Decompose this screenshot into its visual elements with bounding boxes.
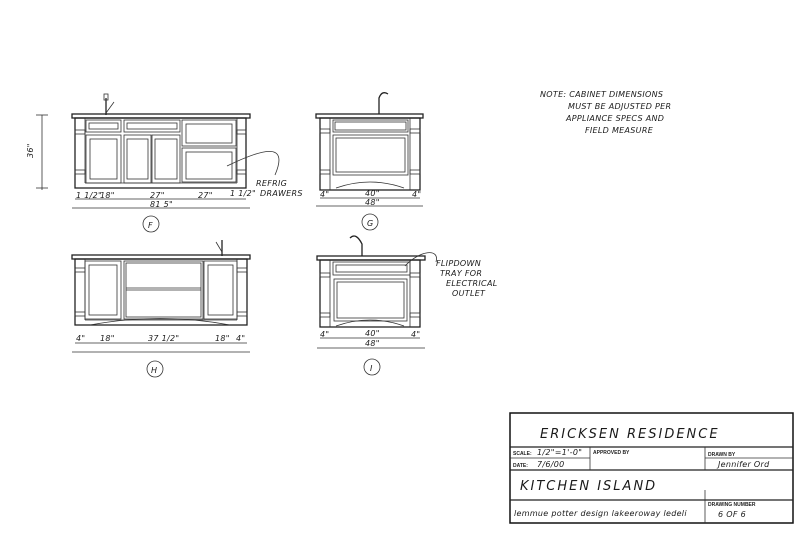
total-dimension: 48" <box>365 339 380 348</box>
title-block: ERICKSEN RESIDENCE SCALE: 1/2"=1'-0" DAT… <box>509 412 794 524</box>
dimension: 4" <box>76 334 85 343</box>
total-dimension: 81 5" <box>150 200 173 209</box>
callout-text: REFRIG <box>256 179 287 188</box>
scale-label: SCALE: <box>513 451 532 457</box>
elevation-g: 4" 40" 4" 48" G <box>315 92 424 231</box>
height-dimension: 36" <box>26 143 35 158</box>
note-line: MUST BE ADJUSTED PER <box>568 102 671 111</box>
callout-text: ELECTRICAL <box>446 279 497 288</box>
note-line: FIELD MEASURE <box>585 126 654 135</box>
date-label: DATE: <box>513 463 528 469</box>
approved-by-label: APPROVED BY <box>593 450 630 456</box>
dimension: 18" <box>215 334 230 343</box>
dimension: 18" <box>100 334 115 343</box>
dimension: 37 1/2" <box>148 334 179 343</box>
sheet-title: KITCHEN ISLAND <box>520 479 657 494</box>
elevation-h: 4" 18" 37 1/2" 18" 4" H <box>71 240 251 378</box>
firm-name: lemmue potter design lakeeroway ledeli <box>514 509 687 518</box>
design-note: NOTE: CABINET DIMENSIONS MUST BE ADJUSTE… <box>540 90 671 135</box>
dimension: 27" <box>150 191 165 200</box>
elevation-label: H <box>151 366 157 375</box>
dimension: 27" <box>198 191 213 200</box>
dimension: 4" <box>411 330 420 339</box>
callout-text: DRAWERS <box>260 189 303 198</box>
elevation-label: G <box>367 219 374 228</box>
total-dimension: 48" <box>365 198 380 207</box>
elevation-i: 4" 40" 4" 48" FLIPDOWN TRAY FOR ELECTRIC… <box>316 235 497 376</box>
project-name: ERICKSEN RESIDENCE <box>540 427 720 442</box>
dimension: 18" <box>100 191 115 200</box>
dimension: 4" <box>412 190 421 199</box>
dimension: 4" <box>320 330 329 339</box>
callout-text: TRAY FOR <box>440 269 482 278</box>
dimension: 40" <box>365 189 380 198</box>
dimension: 1 1/2" <box>76 191 102 200</box>
callout-text: OUTLET <box>452 289 486 298</box>
dimension: 40" <box>365 329 380 338</box>
note-line: APPLIANCE SPECS AND <box>565 114 664 123</box>
date-value: 7/6/00 <box>537 460 565 469</box>
scale-value: 1/2"=1'-0" <box>537 448 582 457</box>
elevation-label: F <box>148 221 153 230</box>
dimension: 1 1/2" <box>230 189 256 198</box>
elevation-label: I <box>370 364 373 373</box>
note-line: NOTE: CABINET DIMENSIONS <box>540 90 663 99</box>
drawn-by-value: Jennifer Ord <box>716 460 770 469</box>
drawing-number: 6 OF 6 <box>718 510 746 519</box>
drawing-number-label: DRAWING NUMBER <box>708 502 756 508</box>
elevation-f: 36" 1 1/2" 18" 27" 27" 1 1/2" 81 5" REFR… <box>26 93 303 233</box>
dimension: 4" <box>320 190 329 199</box>
drawn-by-label: DRAWN BY <box>708 452 736 458</box>
callout-text: FLIPDOWN <box>436 259 481 268</box>
dimension: 4" <box>236 334 245 343</box>
